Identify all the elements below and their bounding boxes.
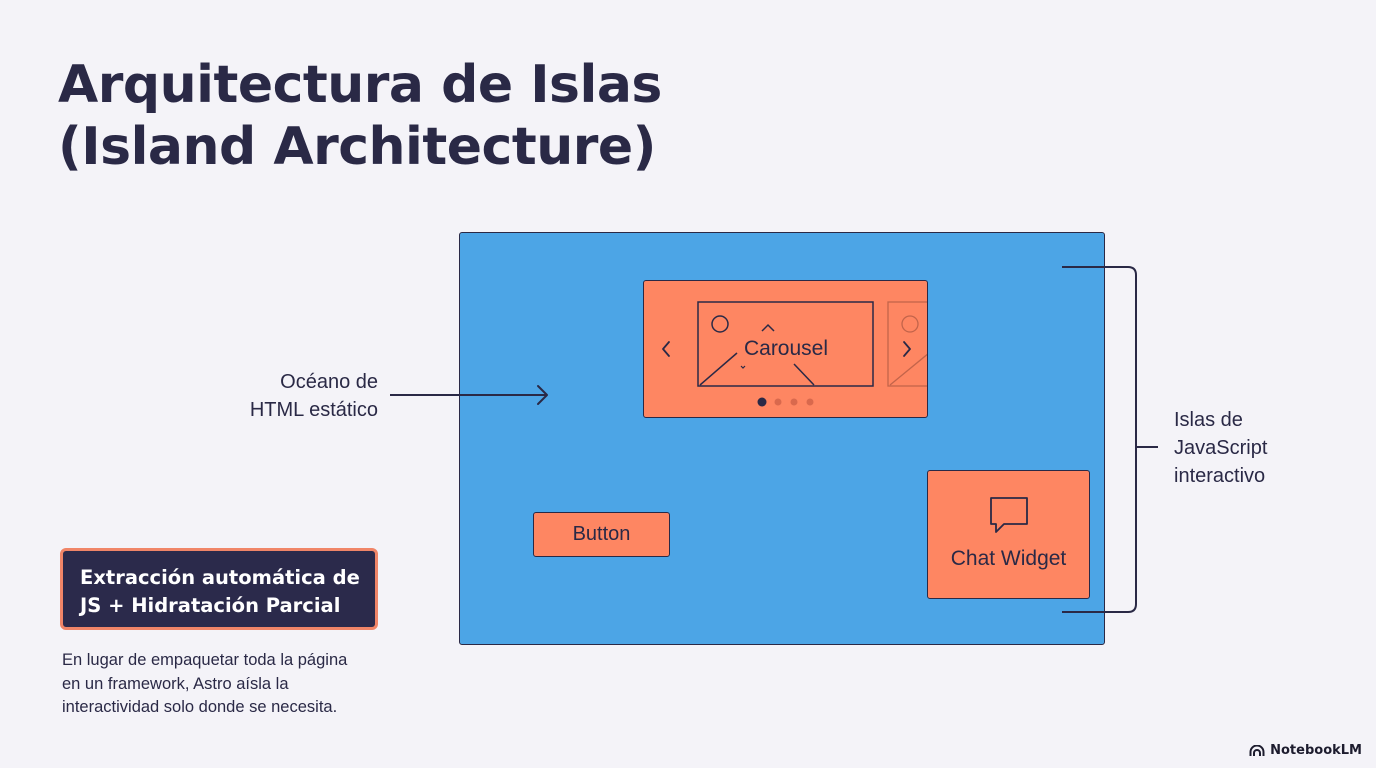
page-title-line-2: (Island Architecture) xyxy=(58,117,656,177)
carousel-dot[interactable] xyxy=(757,397,767,407)
chat-widget-island[interactable]: Chat Widget xyxy=(927,470,1090,599)
highlight-line-1: Extracción automática de xyxy=(80,566,360,589)
description-line-1: En lugar de empaquetar toda la página xyxy=(62,651,348,669)
next-slide-slope-shape xyxy=(889,353,927,386)
chevron-right-icon xyxy=(903,341,911,357)
brand-name: NotebookLM xyxy=(1270,743,1362,758)
description-line-3: interactividad solo donde se necesita. xyxy=(62,698,338,716)
highlight-box: Extracción automática de JS + Hidratació… xyxy=(60,548,378,630)
carousel-graphic xyxy=(662,301,927,407)
islands-label-line-3: interactivo xyxy=(1174,465,1266,487)
next-slide-sun-shape xyxy=(901,315,919,333)
islands-label-line-2: JavaScript xyxy=(1174,437,1268,459)
image-slope-right-shape xyxy=(793,363,815,386)
page-title-line-1: Arquitectura de Islas xyxy=(58,55,662,115)
carousel-dot[interactable] xyxy=(806,398,814,406)
next-slide-frame xyxy=(887,301,927,387)
ocean-arrow-head xyxy=(537,385,548,405)
image-sun-shape xyxy=(711,315,729,333)
button-island[interactable]: Button xyxy=(533,512,670,557)
description: En lugar de empaquetar toda la página en… xyxy=(62,649,422,720)
carousel-dots[interactable] xyxy=(757,397,814,407)
chevron-left-icon xyxy=(662,341,670,357)
image-slope-left-shape xyxy=(699,352,738,386)
image-icon xyxy=(697,301,874,387)
chat-bubble-icon xyxy=(990,497,1028,533)
carousel-dot[interactable] xyxy=(774,398,782,406)
image-mountain-shape xyxy=(761,323,775,332)
chat-widget-label: Chat Widget xyxy=(950,547,1067,570)
image-tick-shape xyxy=(740,365,746,369)
islands-label: Islas de JavaScript interactivo xyxy=(1174,406,1334,490)
islands-label-line-1: Islas de xyxy=(1174,409,1243,431)
button-island-label: Button xyxy=(572,523,631,545)
carousel-island: Carousel xyxy=(643,280,928,418)
ocean-label-line-1: Océano de xyxy=(280,371,378,393)
islands-bracket xyxy=(1062,266,1137,613)
ocean-label: Océano de HTML estático xyxy=(200,368,378,424)
brand-mark: NotebookLM xyxy=(1249,743,1362,758)
description-line-2: en un framework, Astro aísla la xyxy=(62,674,289,693)
highlight-line-2: JS + Hidratación Parcial xyxy=(80,594,341,617)
ocean-label-line-2: HTML estático xyxy=(249,399,378,421)
carousel-dot[interactable] xyxy=(790,398,798,406)
notebooklm-logo-icon xyxy=(1249,744,1265,756)
carousel-label: Carousel xyxy=(743,337,829,360)
page-title: Arquitectura de Islas (Island Architectu… xyxy=(58,54,662,178)
